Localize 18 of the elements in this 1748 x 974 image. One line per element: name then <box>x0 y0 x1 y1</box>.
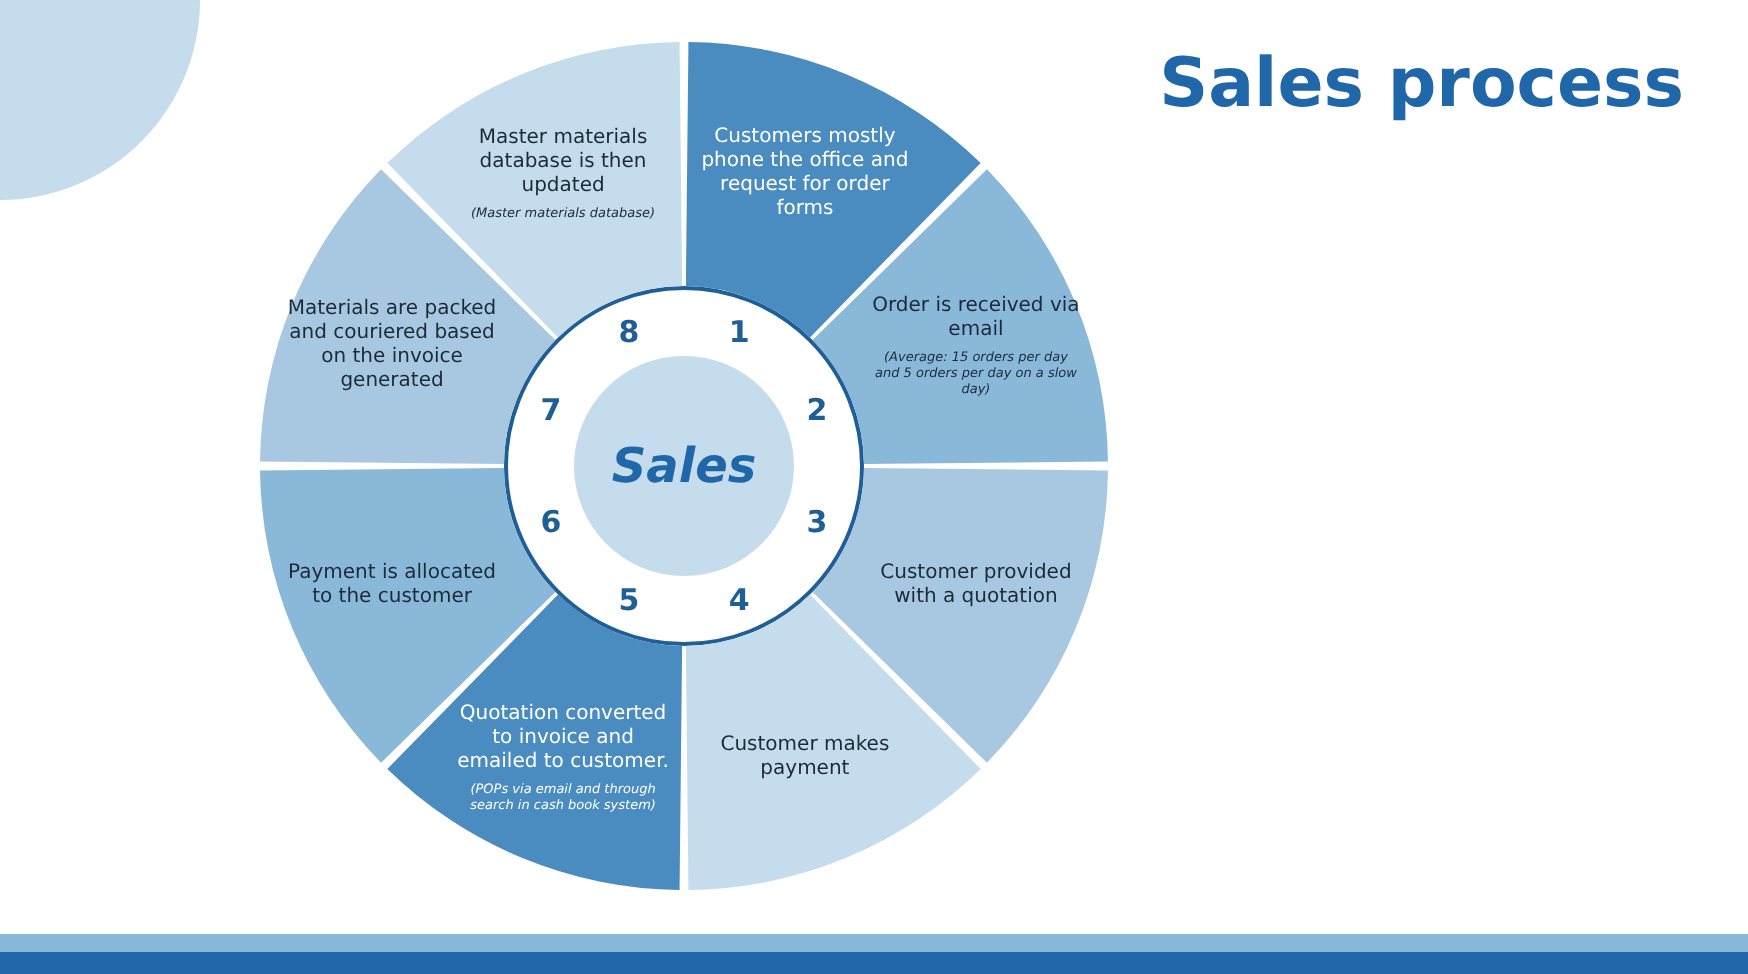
center-label: Sales <box>611 438 757 494</box>
step-text: Payment is allocated to the customer <box>286 562 498 611</box>
step-number: 4 <box>726 581 752 618</box>
step-number: 8 <box>616 314 642 351</box>
step-text: Customer provided with a quotation <box>878 562 1074 611</box>
step-number: 3 <box>804 503 830 540</box>
title: Sales process <box>1159 44 1684 124</box>
step-text: Master materials database is then updated <box>476 127 650 200</box>
step-text: Quotation converted to invoice and emailed to customer. <box>457 702 670 775</box>
step-text: Materials are packed and couriered based on the invoice generated <box>286 297 499 394</box>
step-number: 5 <box>616 581 642 618</box>
step-number: 6 <box>538 503 564 540</box>
step-number: 7 <box>538 392 564 429</box>
step-text: Order is received via email <box>870 294 1082 343</box>
step-number: 2 <box>804 392 830 429</box>
step-text: Customer makes payment <box>718 733 892 782</box>
step-text: Customers mostly phone the office and request for order forms <box>699 126 911 223</box>
step-number: 1 <box>726 314 752 351</box>
